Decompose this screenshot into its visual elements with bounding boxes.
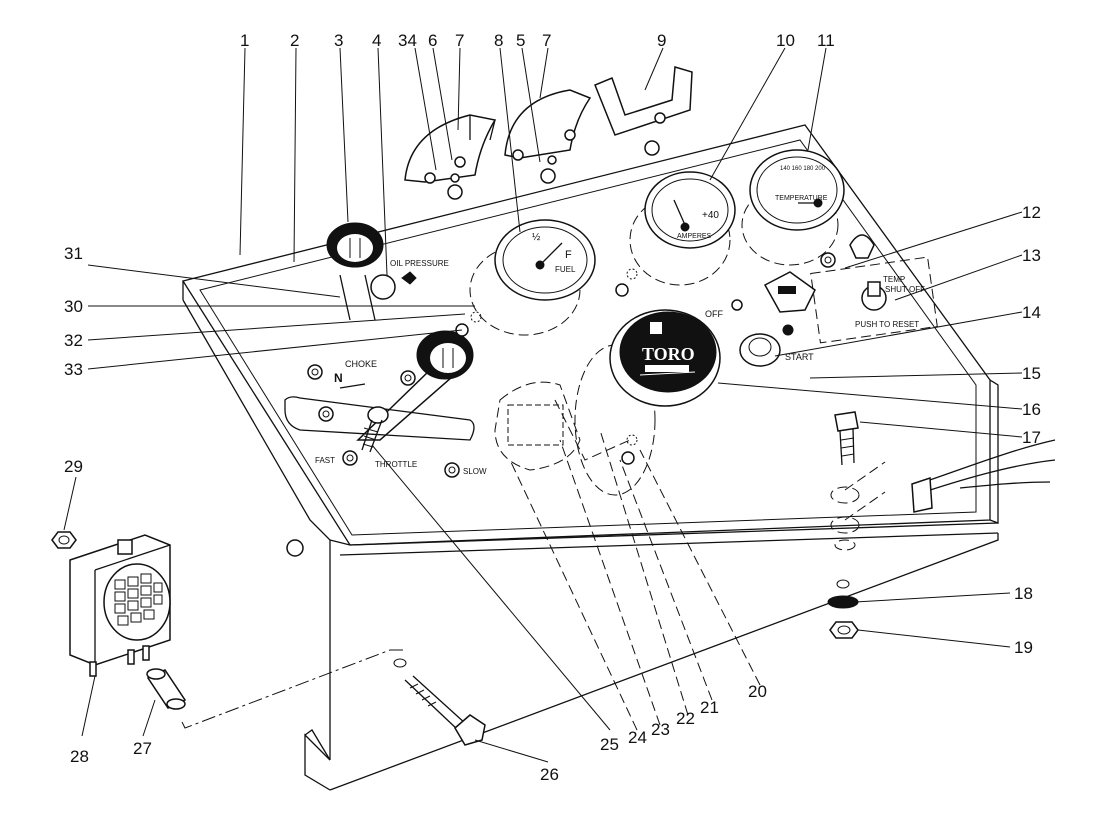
terminal-bolt: [830, 411, 886, 551]
svg-text:SLOW: SLOW: [463, 467, 487, 476]
callout-30: 30: [64, 297, 83, 316]
callout-34: 34: [398, 31, 417, 50]
callout-8: 8: [494, 31, 503, 50]
lock-washers: [470, 268, 638, 446]
callout-18: 18: [1014, 584, 1033, 603]
callout-7a: 7: [455, 31, 464, 50]
callout-25: 25: [600, 735, 619, 754]
spacer-27: [146, 668, 187, 710]
fuel-gauge: F ½ FUEL: [469, 219, 596, 336]
svg-text:START: START: [785, 352, 814, 362]
nut-29: [51, 531, 77, 549]
leader-lines: [63, 47, 1023, 763]
svg-text:PUSH TO RESET: PUSH TO RESET: [855, 320, 919, 329]
callout-14: 14: [1022, 303, 1041, 322]
callout-23: 23: [651, 720, 670, 739]
gauge-brackets: [404, 66, 693, 200]
svg-text:TEMPERATURE: TEMPERATURE: [775, 195, 828, 202]
callout-10: 10: [776, 31, 795, 50]
svg-text:FUEL: FUEL: [555, 265, 576, 274]
svg-text:AMPERES: AMPERES: [677, 233, 712, 240]
callout-33: 33: [64, 360, 83, 379]
callout-17: 17: [1022, 428, 1041, 447]
callout-26: 26: [540, 765, 559, 784]
callout-22: 22: [676, 709, 695, 728]
hour-meter: TORO: [574, 309, 721, 496]
callout-16: 16: [1022, 400, 1041, 419]
callout-2: 2: [290, 31, 299, 50]
buzzer: [69, 534, 171, 677]
temperature-gauge: TEMPERATURE 140 160 180 200: [741, 149, 845, 266]
bolt-26: [393, 658, 486, 746]
callout-24: 24: [628, 728, 647, 747]
svg-text:CHOKE: CHOKE: [345, 359, 377, 369]
svg-text:½: ½: [532, 232, 541, 243]
svg-text:OIL PRESSURE: OIL PRESSURE: [390, 259, 449, 268]
callout-1: 1: [240, 31, 249, 50]
callout-19: 19: [1014, 638, 1033, 657]
callout-13: 13: [1022, 246, 1041, 265]
callout-15: 15: [1022, 364, 1041, 383]
callout-12: 12: [1022, 203, 1041, 222]
control-panel: [181, 124, 1056, 791]
ammeter-gauge: +40 AMPERES: [629, 171, 736, 286]
panel-screws: [286, 252, 836, 557]
callout-numbers: 1 2 3 4 34 6 7 8 5 7 9 10 11 12 13 14 15…: [64, 31, 1041, 784]
callout-21: 21: [700, 698, 719, 717]
ignition-switch: OFF START: [705, 271, 816, 362]
callout-32: 32: [64, 331, 83, 350]
svg-text:140 160 180 200: 140 160 180 200: [780, 166, 826, 172]
svg-text:FAST: FAST: [315, 456, 335, 465]
svg-text:THROTTLE: THROTTLE: [375, 460, 417, 469]
callout-7b: 7: [542, 31, 551, 50]
callout-6: 6: [428, 31, 437, 50]
throttle-lever: [284, 330, 475, 453]
svg-text:SHUT-OFF: SHUT-OFF: [885, 285, 925, 294]
svg-text:+40: +40: [702, 210, 719, 221]
hex-nut-19: [829, 621, 859, 639]
callout-31: 31: [64, 244, 83, 263]
oil-pressure-light: OIL PRESSURE: [370, 259, 449, 300]
callout-5: 5: [516, 31, 525, 50]
indicator-bulb: [849, 234, 875, 259]
svg-text:TORO: TORO: [642, 344, 695, 364]
callout-4: 4: [372, 31, 381, 50]
svg-text:TEMP: TEMP: [883, 275, 905, 284]
solenoid: [494, 381, 631, 471]
callout-3: 3: [334, 31, 343, 50]
callout-20: 20: [748, 682, 767, 701]
callout-28: 28: [70, 747, 89, 766]
start-button: [739, 333, 781, 367]
svg-text:OFF: OFF: [705, 309, 723, 319]
choke-knob: [326, 222, 384, 321]
callout-27: 27: [133, 739, 152, 758]
svg-text:F: F: [565, 249, 572, 261]
svg-text:N: N: [334, 371, 343, 385]
temp-shutoff-button: TEMP SHUT-OFF PUSH TO RESET: [810, 256, 938, 344]
callout-29: 29: [64, 457, 83, 476]
callout-11: 11: [817, 31, 835, 50]
callout-9: 9: [657, 31, 666, 50]
